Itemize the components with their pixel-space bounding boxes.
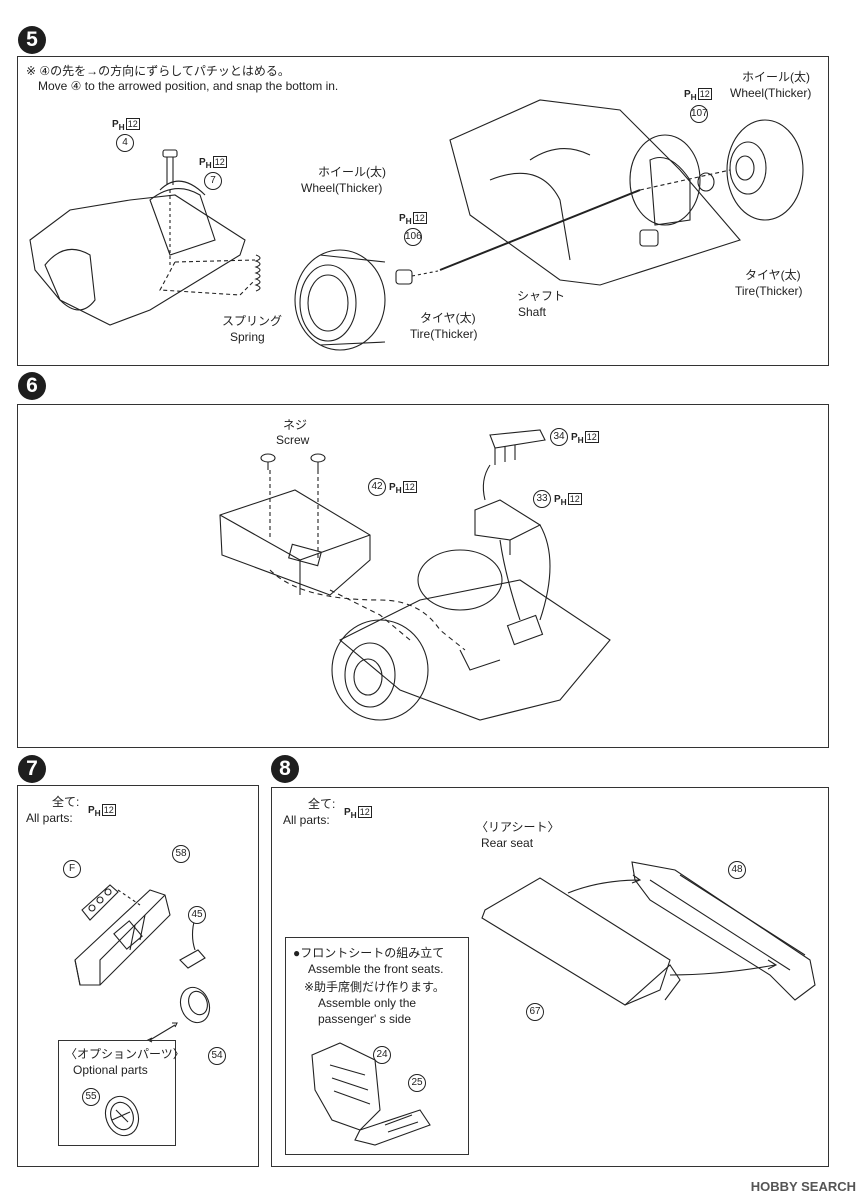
front-seat-24 — [311, 1042, 381, 1131]
step-5-note-jp: ※ ④の先を→の方向にずらしてパチッとはめる。 — [26, 64, 290, 78]
step-7-all-parts-jp: 全て: — [52, 795, 80, 809]
front-seat-note-en: Assemble the front seats. — [308, 962, 444, 976]
tire-left-label-jp: タイヤ(太) — [420, 311, 476, 325]
screw-label-en: Screw — [276, 433, 310, 447]
part-number-107: 107 — [690, 105, 708, 123]
hobby-search-watermark: HOBBY SEARCH — [750, 1179, 856, 1194]
switch-part-34 — [489, 429, 546, 449]
wheel-left-label-en: Wheel(Thicker) — [301, 181, 383, 195]
wheel-left-label-jp: ホイール(太) — [318, 165, 386, 179]
optional-parts-label-en: Optional parts — [73, 1063, 148, 1077]
part-number-42: 42 — [368, 478, 386, 496]
part-number-106: 106 — [404, 228, 422, 246]
step-5-number: 5 — [18, 26, 46, 54]
part-number-33: 33 — [533, 490, 551, 508]
step-8-number: 8 — [271, 755, 299, 783]
part-number-24: 24 — [373, 1046, 391, 1064]
screw-right — [310, 453, 326, 470]
wheel-right-label-en: Wheel(Thicker) — [730, 86, 812, 100]
shaft-label-en: Shaft — [518, 305, 547, 319]
battery-box-42 — [219, 489, 371, 596]
spring-label-en: Spring — [230, 330, 265, 344]
part-number-58: 58 — [172, 845, 190, 863]
part-number-34: 34 — [550, 428, 568, 446]
rear-seat-label-en: Rear seat — [481, 836, 534, 850]
rear-seat-cushion-67 — [481, 877, 671, 1006]
spring — [254, 254, 261, 292]
front-seat-sub-jp: ※助手席側だけ作ります。 — [304, 980, 445, 994]
peg-4 — [162, 149, 178, 158]
step-7-number: 7 — [18, 755, 46, 783]
part-number-45: 45 — [188, 906, 206, 924]
step-8-all-parts-en: All parts: — [283, 813, 330, 827]
step-6-number: 6 — [18, 372, 46, 400]
front-seat-sub-en2: passenger' s side — [318, 1012, 412, 1026]
steering-wheel-54 — [179, 986, 211, 1024]
step-8-panel — [271, 787, 829, 1167]
part-45 — [179, 949, 206, 969]
rear-seat-back-48 — [631, 861, 816, 1001]
step-8-all-parts-jp: 全て: — [308, 797, 336, 811]
chassis-rear — [339, 579, 611, 721]
chassis-left-part — [29, 194, 246, 326]
shaft — [439, 189, 641, 271]
tire-right-label-jp: タイヤ(太) — [745, 268, 801, 282]
step-6-panel — [17, 404, 829, 748]
part-letter-F: F — [63, 860, 81, 878]
part-number-25: 25 — [408, 1074, 426, 1092]
tire-right — [629, 134, 701, 226]
shaft-label-jp: シャフト — [517, 289, 566, 303]
switch-part-33 — [474, 499, 542, 541]
step-7-panel — [17, 785, 259, 1167]
optional-parts-label-jp: 〈オプションパーツ〉 — [65, 1047, 185, 1061]
step-5-panel — [17, 56, 829, 366]
part-number-55: 55 — [82, 1088, 100, 1106]
front-seat-base-25 — [354, 1109, 431, 1146]
front-seat-box — [285, 937, 469, 1155]
part-number-54: 54 — [208, 1047, 226, 1065]
front-seat-sub-en1: Assemble only the — [318, 996, 417, 1010]
meter-panel-F — [81, 884, 119, 921]
part-number-48: 48 — [728, 861, 746, 879]
wheel-right — [726, 119, 804, 221]
rear-tire-left — [331, 619, 429, 721]
wheel-right-label-jp: ホイール(太) — [742, 70, 810, 84]
tire-left — [294, 249, 386, 351]
hub-106 — [395, 269, 413, 285]
part-number-7: 7 — [204, 172, 222, 190]
step-5-note-en: Move ④ to the arrowed position, and snap… — [38, 79, 339, 93]
screw-label-jp: ネジ — [283, 418, 308, 432]
front-seat-note-jp: ●フロントシートの組み立て — [293, 946, 445, 960]
rear-seat-label-jp: 〈リアシート〉 — [476, 820, 560, 834]
spring-label-jp: スプリング — [222, 314, 283, 328]
tire-right-label-en: Tire(Thicker) — [735, 284, 803, 298]
chassis-right-part — [449, 99, 741, 286]
optional-parts-box — [58, 1040, 176, 1146]
step-7-all-parts-en: All parts: — [26, 811, 73, 825]
rear-tire-right — [417, 549, 503, 611]
part-number-67: 67 — [526, 1003, 544, 1021]
part-number-4: 4 — [116, 134, 134, 152]
screw-left — [260, 453, 276, 470]
tire-left-label-en: Tire(Thicker) — [410, 327, 478, 341]
